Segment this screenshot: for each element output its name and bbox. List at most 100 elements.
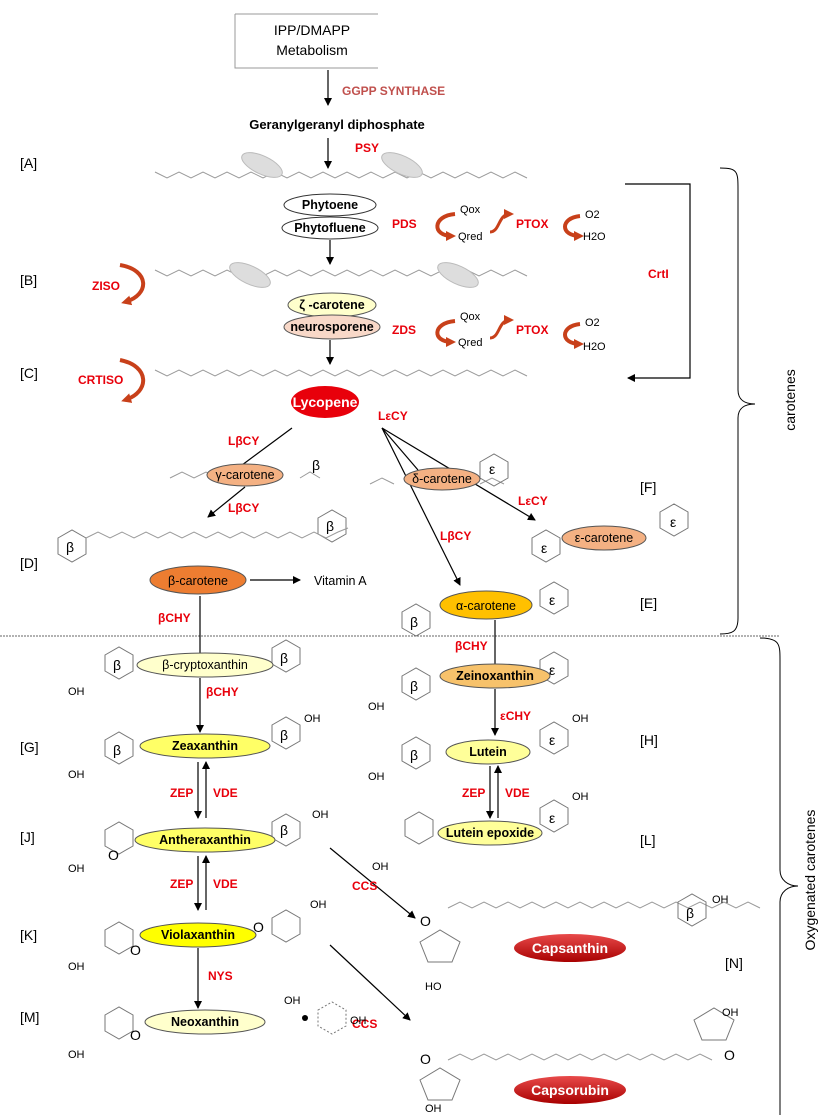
- step-label-g: [G]: [20, 739, 39, 755]
- enzyme-lbcy-3: LβCY: [440, 529, 471, 543]
- qox-label: Qox: [460, 204, 481, 216]
- o2-label: O2: [585, 209, 600, 221]
- compound-lycopene: Lycopene: [293, 394, 358, 410]
- step-label-h: [H]: [640, 732, 658, 748]
- enzyme-pds: PDS: [392, 217, 417, 231]
- enzyme-ziso: ZISO: [92, 279, 120, 293]
- compound-vitamin-a: Vitamin A: [314, 574, 367, 588]
- oh-neoxanthin-r: OH: [350, 1015, 367, 1027]
- oh-zeaxanthin-l: OH: [68, 769, 85, 781]
- o-violaxanthin-r: O: [253, 919, 264, 935]
- ring-beta-zeinoxanthin: β: [410, 678, 418, 694]
- oxygenated-bracket: [759, 637, 799, 1115]
- h2o-label-2: H2O: [583, 341, 606, 353]
- step-label-f: [F]: [640, 479, 656, 495]
- enzyme-ptox-1: PTOX: [516, 217, 548, 231]
- step-label-m: [M]: [20, 1009, 39, 1025]
- o-antheraxanthin: O: [108, 847, 119, 863]
- cryptoxanthin-oval: [136, 652, 274, 678]
- h2o-label: H2O: [583, 231, 606, 243]
- o-capsorubin-r: O: [724, 1047, 735, 1063]
- phytoene-structure: [154, 152, 528, 179]
- enzyme-vde-3: VDE: [213, 877, 238, 891]
- zeinoxanthin-oval: [439, 663, 551, 689]
- step-label-n: [N]: [725, 955, 743, 971]
- oh-capsanthin: OH: [712, 894, 729, 906]
- step-label-d: [D]: [20, 555, 38, 571]
- compound-gamma-carotene: γ-carotene: [215, 468, 274, 482]
- ring-beta-alpha: β: [410, 614, 418, 630]
- o-neoxanthin: O: [130, 1027, 141, 1043]
- oh-zeinoxanthin: OH: [368, 701, 385, 713]
- enzyme-bchy-2: βCHY: [206, 685, 239, 699]
- oh-capsorubin-l: OH: [425, 1103, 442, 1115]
- redox-cycle-2: Qox Qred PTOX O2 H2O: [435, 311, 606, 353]
- ring-beta-cryptoxanthin-r: β: [280, 650, 288, 666]
- step-label-c: [C]: [20, 365, 38, 381]
- o-violaxanthin-l: O: [130, 942, 141, 958]
- line-to-alpha: [381, 427, 461, 586]
- gamma-carotene-oval: [206, 463, 284, 487]
- ring-beta-zeaxanthin-l: β: [113, 742, 121, 758]
- capsanthin-structure: [419, 893, 761, 963]
- enzyme-nys: NYS: [208, 969, 233, 983]
- lutein-structure: [401, 721, 569, 770]
- ring-beta-antheraxanthin: β: [280, 822, 288, 838]
- ring-beta-left: β: [66, 539, 74, 555]
- enzyme-bchy-1: βCHY: [158, 611, 191, 625]
- line-to-gamma: [237, 427, 293, 469]
- crtiso-arrow: [119, 358, 146, 403]
- enzyme-zep-3: ZEP: [170, 877, 193, 891]
- compound-antheraxanthin: Antheraxanthin: [159, 833, 251, 847]
- enzyme-crti: CrtI: [648, 267, 669, 281]
- ring-epsilon-lutein-epoxide: ε: [549, 810, 555, 826]
- ring-beta-gamma: β: [312, 457, 320, 473]
- step-label-e: [E]: [640, 595, 657, 611]
- line-to-delta: [381, 427, 419, 471]
- compound-zeta-carotene: ζ -carotene: [299, 298, 365, 312]
- zep-vde-pair-2: [486, 765, 502, 819]
- compound-beta-cryptoxanthin: β-cryptoxanthin: [162, 658, 248, 672]
- oh-violaxanthin-l: OH: [68, 961, 85, 973]
- neoxanthin-oval: [144, 1009, 266, 1035]
- step-label-l: [L]: [640, 832, 656, 848]
- redox-cycle-1: Qox Qred PTOX O2 H2O: [435, 204, 606, 243]
- ring-epsilon-left: ε: [541, 540, 547, 556]
- capsorubin-oval: [514, 1076, 626, 1104]
- epsilon-carotene-structure: [531, 503, 689, 563]
- ring-beta-lutein: β: [410, 747, 418, 763]
- o-capsanthin: O: [420, 913, 431, 929]
- enzyme-lecy-1: LεCY: [378, 409, 408, 423]
- ziso-arrow: [119, 263, 146, 306]
- o-capsorubin-l: O: [420, 1051, 431, 1067]
- ring-beta-cryptoxanthin-l: β: [113, 657, 121, 673]
- header-line1: IPP/DMAPP: [274, 22, 350, 38]
- lutein-epoxide-oval: [437, 820, 543, 846]
- qred-label: Qred: [458, 231, 482, 243]
- beta-carotene-structure: [57, 509, 349, 563]
- enzyme-psy: PSY: [355, 141, 379, 155]
- compound-delta-carotene: δ-carotene: [412, 472, 472, 486]
- compound-phytoene: Phytoene: [302, 198, 358, 212]
- o2-label-2: O2: [585, 317, 600, 329]
- enzyme-echy: εCHY: [500, 709, 531, 723]
- ring-epsilon-delta: ε: [489, 461, 495, 477]
- step-label-j: [J]: [20, 829, 35, 845]
- compound-neurosporene: neurosporene: [290, 320, 373, 334]
- arrow-to-capsanthin: [329, 847, 416, 919]
- antheraxanthin-oval: [134, 827, 276, 853]
- compound-neoxanthin: Neoxanthin: [171, 1015, 239, 1029]
- header-line2: Metabolism: [276, 42, 348, 58]
- epsilon-carotene-oval: [561, 525, 647, 551]
- step-label-a: [A]: [20, 155, 37, 171]
- oh-lutein-r: OH: [572, 713, 589, 725]
- lutein-epoxide-structure: [404, 799, 569, 845]
- crti-bracket: [625, 183, 691, 382]
- step-label-b: [B]: [20, 272, 37, 288]
- zeaxanthin-structure: [104, 716, 301, 765]
- ring-epsilon-zeinoxanthin: ε: [549, 662, 555, 678]
- arrow-to-capsorubin: [329, 944, 411, 1021]
- alpha-carotene-oval: [439, 590, 533, 620]
- enzyme-ccs-1: CCS: [352, 879, 377, 893]
